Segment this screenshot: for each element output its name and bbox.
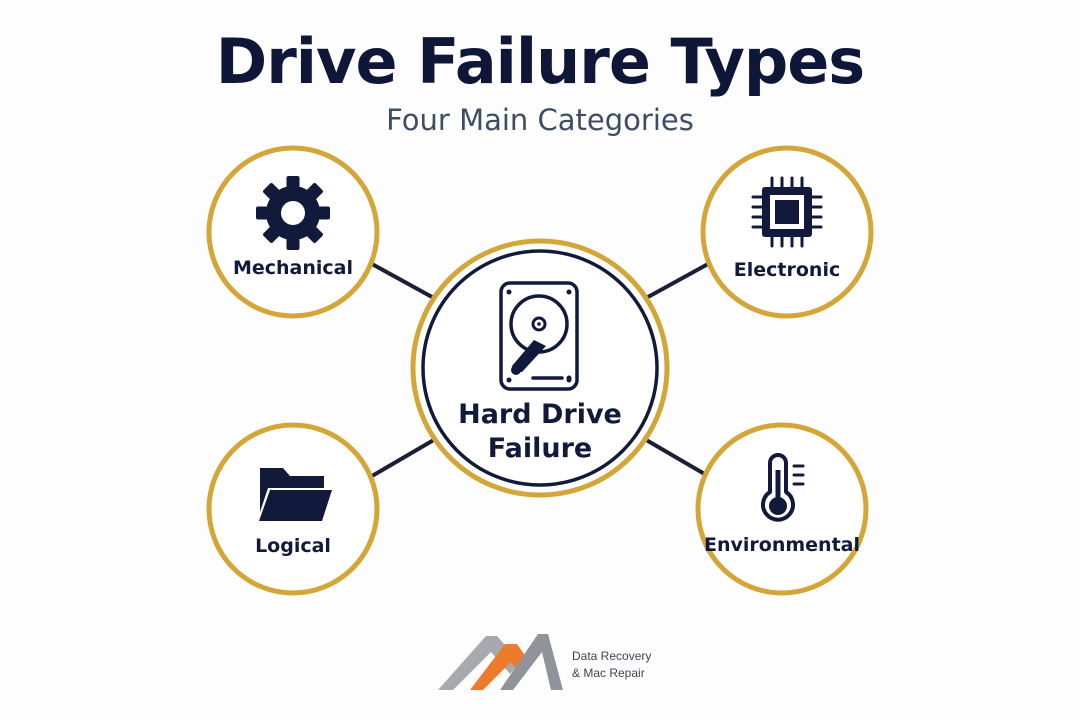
connector-mechanical [370, 262, 434, 299]
folder-icon [259, 468, 332, 521]
connector-environmental [646, 439, 710, 478]
electronic-label: Electronic [733, 259, 841, 281]
environmental-label: Environmental [704, 534, 860, 556]
center-label-line1: Hard Drive [458, 399, 622, 430]
mechanical-label: Mechanical [232, 257, 354, 279]
connector-logical [370, 439, 434, 478]
chip-icon [751, 176, 823, 248]
brand-line-1: Data Recovery [572, 649, 652, 663]
mountain-logo-icon [438, 634, 563, 690]
connector-electronic [646, 262, 710, 299]
center-label-line2: Failure [487, 433, 593, 464]
hard-drive-icon [499, 281, 579, 391]
thermometer-icon [761, 453, 805, 522]
brand-text: Data Recovery & Mac Repair [572, 648, 651, 682]
gear-icon [256, 176, 330, 250]
brand-line-2: & Mac Repair [572, 666, 645, 680]
center-node [410, 238, 670, 498]
page-title: Drive Failure Types [215, 25, 865, 98]
page-subtitle: Four Main Categories [386, 103, 694, 137]
logical-label: Logical [255, 535, 331, 557]
